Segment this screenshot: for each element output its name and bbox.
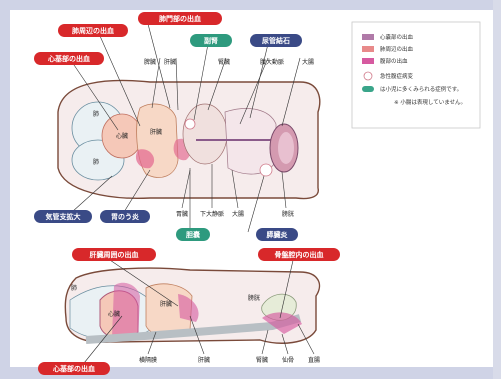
bladder-inner xyxy=(278,132,294,164)
bottom-label-3: 腎臓 xyxy=(256,356,268,364)
hemorrhage-liver-sagittal xyxy=(178,294,199,322)
legend-swatch-3 xyxy=(362,58,374,64)
label-adrenal: 副腎 xyxy=(190,34,232,47)
label-bronchus: 気管支拡大 xyxy=(34,210,92,223)
legend-label-4: 急性腹症病変 xyxy=(380,72,414,80)
leader-lines-top xyxy=(71,23,301,233)
hemorrhage-pelvis xyxy=(262,312,302,334)
label-pancreas: 膵臓炎 xyxy=(256,228,298,241)
label-stomach: 胃のう炎 xyxy=(100,210,150,223)
label-bladder: 膀胱 xyxy=(282,210,294,218)
svg-text:副腎: 副腎 xyxy=(204,36,218,45)
lesion-circle-2 xyxy=(184,118,196,130)
svg-text:心基部の出血: 心基部の出血 xyxy=(48,54,90,63)
frame-bottom-border xyxy=(0,367,501,379)
legend-swatch-5 xyxy=(362,86,374,92)
label-heart-base-2: 心基部の出血 xyxy=(38,362,110,375)
legend-note: ※ 小腸は表現していません。 xyxy=(394,98,466,106)
svg-text:胃のう炎: 胃のう炎 xyxy=(111,212,139,221)
lesion-circle xyxy=(259,163,273,177)
label-aorta-top: 腹大動脈 xyxy=(260,58,284,66)
label-large-intestine: 大腸 xyxy=(232,210,244,218)
svg-text:気管支拡大: 気管支拡大 xyxy=(46,212,81,221)
organ-liver-label: 肝臓 xyxy=(150,128,162,136)
svg-text:胆嚢: 胆嚢 xyxy=(185,230,201,239)
organ-bladder2-label: 膀胱 xyxy=(248,294,260,302)
label-spleen-top: 脾臓 xyxy=(144,58,156,66)
label-stomach2: 胃臓 xyxy=(176,210,188,218)
svg-text:骨盤腔内の出血: 骨盤腔内の出血 xyxy=(275,250,324,259)
frame-left-border xyxy=(0,0,10,379)
legend-swatch-4 xyxy=(363,71,373,81)
label-colon-top: 大腸 xyxy=(302,58,314,66)
label-lung-hilum: 肺門部の出血 xyxy=(138,12,222,25)
spine-sagittal xyxy=(85,314,302,344)
legend-label-3: 腹部の出血 xyxy=(380,57,408,65)
label-gallbladder: 胆嚢 xyxy=(176,228,210,241)
legend-label-2: 肺周辺の出血 xyxy=(380,45,414,53)
label-heart-base: 心基部の出血 xyxy=(34,52,104,65)
coronal-body xyxy=(57,79,321,200)
svg-text:心基部の出血: 心基部の出血 xyxy=(53,364,95,373)
svg-text:尿管結石: 尿管結石 xyxy=(262,36,290,45)
leader-lines-bottom xyxy=(79,255,315,369)
bottom-label-1: 横隔膜 xyxy=(139,356,157,364)
bottom-label-4: 仙骨 xyxy=(282,356,294,364)
bottom-label-2: 肝臓 xyxy=(198,356,210,364)
svg-text:肺周辺の出血: 肺周辺の出血 xyxy=(72,26,114,35)
organ-liver2-label: 肝臓 xyxy=(160,300,172,308)
label-kidney-top: 腎臓 xyxy=(218,58,230,66)
frame-right-border xyxy=(493,0,501,379)
hemorrhage-heart-sagittal xyxy=(112,282,140,340)
label-around-lung: 肺周辺の出血 xyxy=(58,24,128,37)
organ-lung2-label: 肺 xyxy=(71,285,77,292)
organ-heart2-label: 心臓 xyxy=(108,310,120,318)
label-ureter: 尿管結石 xyxy=(250,34,302,47)
legend-label-1: 心嚢部の出血 xyxy=(380,33,414,41)
legend-label-5: は小児に多くみられる症例です。 xyxy=(380,85,462,93)
svg-text:膵臓炎: 膵臓炎 xyxy=(267,230,288,239)
sagittal-body xyxy=(64,267,321,344)
svg-text:肺門部の出血: 肺門部の出血 xyxy=(159,14,201,23)
stomach-shape xyxy=(182,103,228,165)
organ-heart-label: 心臓 xyxy=(116,132,128,140)
label-pelvis: 骨盤腔内の出血 xyxy=(258,248,340,261)
svg-text:肝臓周囲の出血: 肝臓周囲の出血 xyxy=(90,250,139,259)
frame-top-border xyxy=(0,0,501,10)
bottom-label-5: 直腸 xyxy=(308,356,320,364)
organ-lung-label-lower: 肺 xyxy=(93,159,99,166)
hemorrhage-region xyxy=(135,149,155,169)
label-ivc: 下大静脈 xyxy=(200,210,224,218)
legend-box: 心嚢部の出血 肺周辺の出血 腹部の出血 急性腹症病変 は小児に多くみられる症例で… xyxy=(351,21,481,129)
label-liver-top: 肝臓 xyxy=(164,58,176,66)
organ-lung-label: 肺 xyxy=(93,111,99,118)
legend-swatch-2 xyxy=(362,46,374,52)
legend-swatch-1 xyxy=(362,34,374,40)
label-liver-around: 肝臓周囲の出血 xyxy=(72,248,156,261)
